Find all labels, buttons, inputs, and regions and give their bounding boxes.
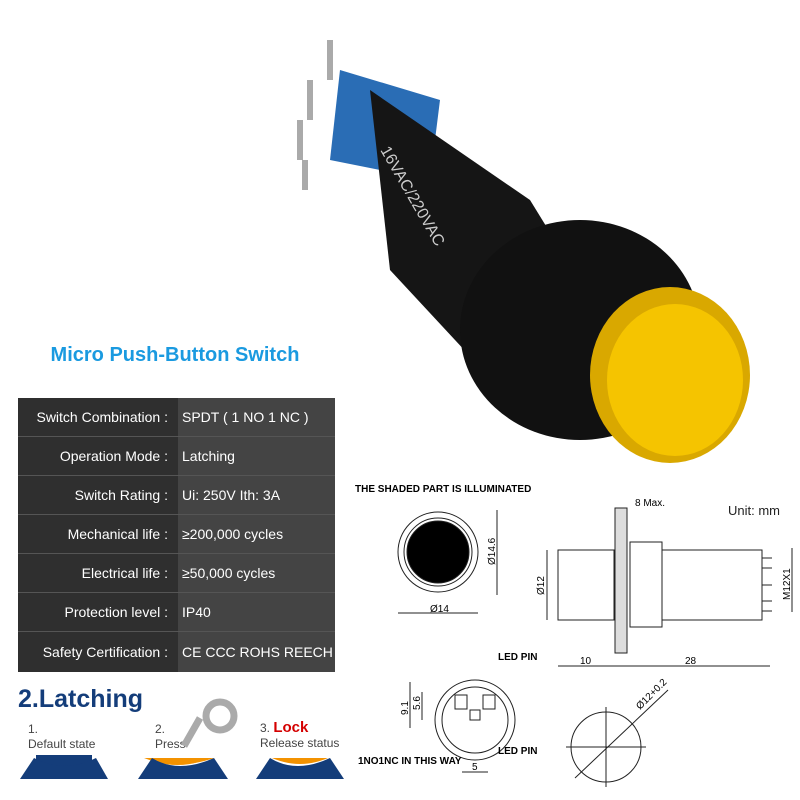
- step-2: 2.Press: [155, 722, 186, 752]
- dim-8max: 8 Max.: [635, 498, 665, 509]
- spec-row: Switch Combination :SPDT ( 1 NO 1 NC ): [18, 398, 335, 437]
- led-pin-bottom: LED PIN: [498, 746, 537, 757]
- latching-heading: 2.Latching: [18, 685, 144, 713]
- illuminated-note: THE SHADED PART IS ILLUMINATED: [355, 484, 531, 495]
- side-view: [546, 507, 793, 667]
- page-title: Micro Push-Button Switch: [50, 344, 300, 366]
- dim-d146: Ø14.6: [487, 537, 498, 565]
- panel-hole-view: [566, 689, 669, 787]
- dimension-drawing: THE SHADED PART IS ILLUMINATED Unit: mm …: [355, 484, 793, 787]
- press-state-icon: [138, 758, 228, 779]
- lock-label: Lock: [273, 719, 309, 736]
- product-photo: 16VAC/220VAC: [297, 40, 750, 463]
- step-text: Default state: [28, 737, 96, 751]
- spec-value: ≥200,000 cycles: [178, 515, 335, 553]
- led-pin-top: LED PIN: [498, 652, 537, 663]
- unit-label: Unit: mm: [728, 503, 780, 518]
- spec-label: Mechanical life :: [18, 515, 178, 553]
- finger-press-icon: [180, 698, 238, 748]
- dim-10: 10: [580, 656, 592, 667]
- latching-diagrams: [20, 755, 344, 779]
- lens: [607, 304, 743, 456]
- lock-state-icon: [256, 758, 344, 779]
- front-view: [397, 510, 498, 614]
- step-text: Release status: [260, 736, 340, 750]
- spec-label: Switch Combination :: [18, 398, 178, 436]
- spec-value: CE CCC ROHS REECH: [178, 632, 335, 672]
- step-number: 3.: [260, 721, 271, 735]
- dim-m12: M12X1: [782, 568, 793, 600]
- step-number: 1.: [28, 722, 39, 736]
- spec-row: Safety Certification :CE CCC ROHS REECH: [18, 632, 335, 672]
- dim-d12: Ø12: [536, 576, 547, 595]
- default-state-icon: [20, 755, 108, 779]
- spec-label: Protection level :: [18, 593, 178, 631]
- spec-table: Switch Combination :SPDT ( 1 NO 1 NC ) O…: [18, 398, 335, 672]
- spec-value: SPDT ( 1 NO 1 NC ): [178, 398, 335, 436]
- spec-row: Switch Rating :Ui: 250V Ith: 3A: [18, 476, 335, 515]
- spec-label: Safety Certification :: [18, 632, 178, 672]
- dim-28: 28: [685, 656, 697, 667]
- spec-label: Operation Mode :: [18, 437, 178, 475]
- dim-56: 5.6: [412, 696, 423, 710]
- spec-value: Latching: [178, 437, 335, 475]
- step-number: 2.: [155, 722, 166, 736]
- spec-value: IP40: [178, 593, 335, 631]
- spec-label: Switch Rating :: [18, 476, 178, 514]
- dim-91: 9.1: [400, 701, 411, 715]
- dim-hole: Ø12+0.2: [634, 677, 669, 712]
- step-1: 1.Default state: [28, 722, 95, 752]
- spec-row: Operation Mode :Latching: [18, 437, 335, 476]
- pin-view: [409, 679, 516, 773]
- step-text: Press: [155, 737, 186, 751]
- dim-5: 5: [472, 762, 478, 773]
- spec-row: Mechanical life :≥200,000 cycles: [18, 515, 335, 554]
- terminal-pins: [297, 40, 333, 190]
- spec-row: Protection level :IP40: [18, 593, 335, 632]
- spec-value: Ui: 250V Ith: 3A: [178, 476, 335, 514]
- spec-value: ≥50,000 cycles: [178, 554, 335, 592]
- spec-row: Electrical life :≥50,000 cycles: [18, 554, 335, 593]
- dim-d14: Ø14: [430, 604, 449, 615]
- spec-label: Electrical life :: [18, 554, 178, 592]
- wiring-note: 1NO1NC IN THIS WAY: [358, 756, 462, 767]
